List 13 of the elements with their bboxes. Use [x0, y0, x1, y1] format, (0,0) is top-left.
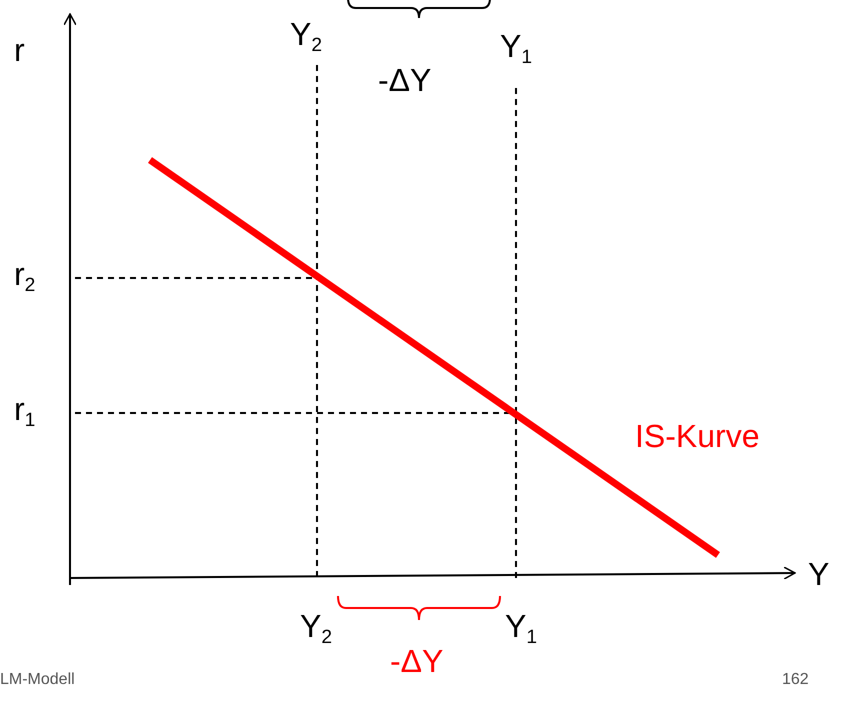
change-label: -ΔY — [390, 645, 444, 677]
axis-tick-label: r$_{2}$ — [14, 258, 36, 295]
footer-text: LM-Modell — [0, 672, 75, 688]
page-number: 162 — [782, 672, 809, 688]
change-label: -ΔY — [378, 64, 432, 96]
axis-tick-label: r$_{1}$ — [14, 393, 36, 430]
axis-tick-label: Y$_{2}$ — [290, 18, 322, 55]
axis-label: r — [14, 34, 25, 66]
axis-tick-label: Y$_{1}$ — [505, 610, 538, 647]
axis-tick-label: Y$_{1}$ — [500, 30, 532, 67]
axis-label: Y — [808, 558, 830, 590]
axis-tick-label: Y$_{2}$ — [300, 610, 332, 647]
curve-label: IS-Kurve — [635, 420, 760, 452]
